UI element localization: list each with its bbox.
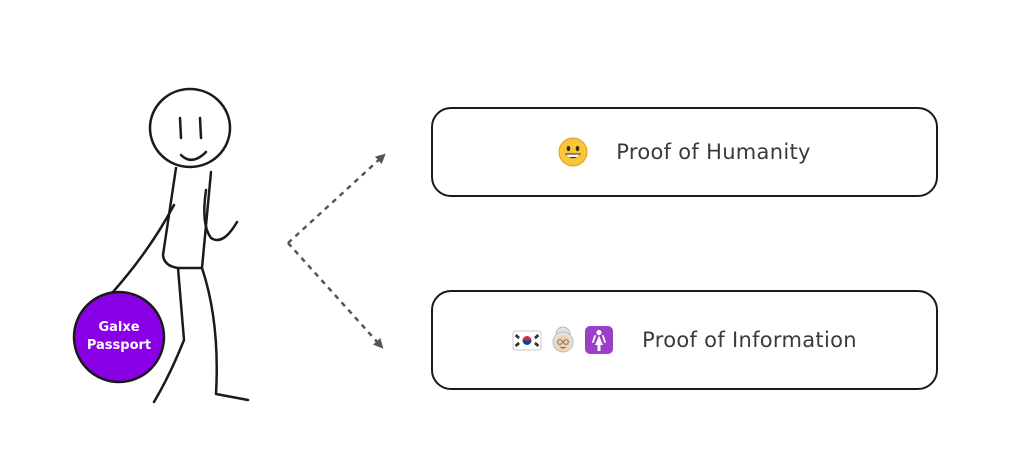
figure-left-eye xyxy=(180,118,181,138)
arrow-to-humanity xyxy=(288,157,382,243)
proof-of-information-box: Proof of Information xyxy=(431,290,938,390)
korea-flag-icon xyxy=(512,325,542,355)
passport-label: Galxe Passport xyxy=(74,291,164,383)
humanity-emojis xyxy=(558,137,588,167)
proof-of-humanity-label: Proof of Humanity xyxy=(616,140,810,164)
figure-head xyxy=(150,89,230,167)
passport-label-line2: Passport xyxy=(87,337,151,355)
proof-of-humanity-box: Proof of Humanity xyxy=(431,107,938,197)
figure-smile xyxy=(181,152,206,160)
womens-room-icon xyxy=(584,325,614,355)
information-emojis xyxy=(512,325,614,355)
old-woman-icon xyxy=(548,325,578,355)
figure-right-leg xyxy=(202,268,248,400)
passport-label-line1: Galxe xyxy=(98,319,139,337)
proof-of-information-label: Proof of Information xyxy=(642,328,857,352)
figure-right-eye xyxy=(200,118,201,138)
grinning-face-icon xyxy=(558,137,588,167)
arrow-to-information xyxy=(288,243,380,345)
